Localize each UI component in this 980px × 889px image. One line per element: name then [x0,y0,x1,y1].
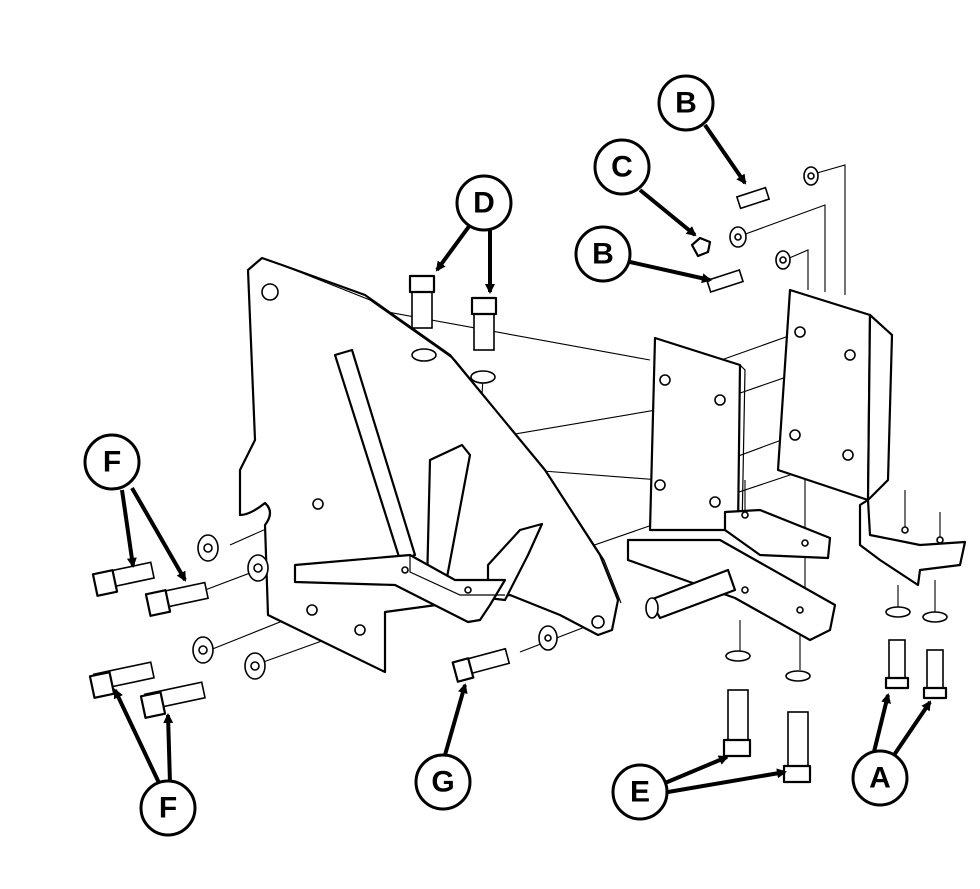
callout-a-label: A [869,762,891,795]
bolt-f-2 [144,554,269,617]
callout-f-lower-label: F [159,792,177,825]
callout-b-upper: B [657,74,715,132]
bolt-d-left [408,274,437,362]
bolt-d-right [470,296,498,384]
callout-c: C [593,138,651,196]
bolt-f-1 [91,534,219,597]
callout-c-label: C [611,151,633,184]
callout-d-label: D [473,187,495,220]
callout-g: G [414,753,472,811]
tower-plate-front [626,336,837,642]
callout-f-lower: F [139,779,197,837]
bolt-b-lower [705,250,791,293]
callout-f-upper-label: F [103,446,121,479]
callout-b-upper-label: B [675,87,697,120]
callout-d: D [455,174,513,232]
bolt-f-3 [88,636,214,699]
bolt-e-right [782,670,812,784]
callout-b-lower: B [574,225,632,283]
bolt-a-left [884,606,911,690]
callout-g-label: G [431,766,454,799]
nut-c [690,226,747,258]
callout-f-upper: F [83,433,141,491]
callout-a: A [851,749,909,807]
bolt-a-right [922,611,948,700]
bolt-e-left [722,650,752,758]
bolt-g [451,625,558,683]
fork-bracket [293,348,544,624]
tower-plate-rear [776,288,967,587]
callout-e: E [611,763,669,821]
bolt-f-4 [139,652,266,719]
callout-arrows [113,123,932,794]
callout-b-lower-label: B [592,238,614,271]
callout-e-label: E [630,776,650,809]
bolt-b-upper [735,166,819,210]
